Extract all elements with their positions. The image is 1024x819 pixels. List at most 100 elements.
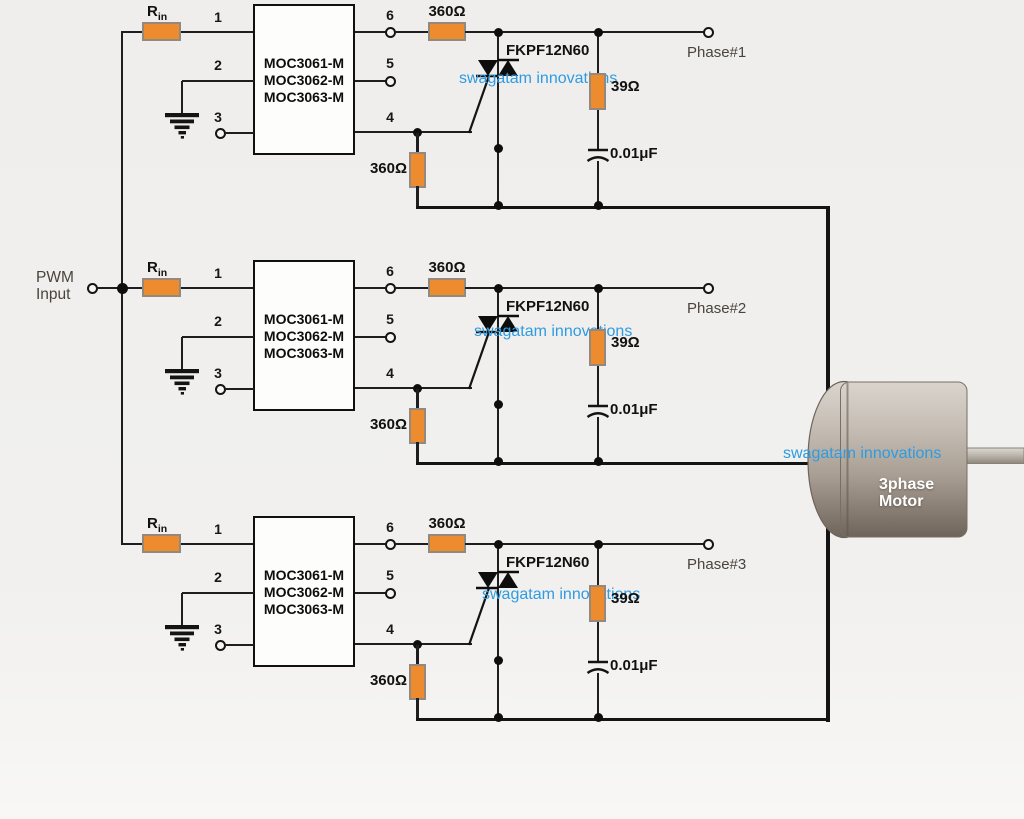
pin-label-6: 6 bbox=[386, 7, 394, 23]
pin-label-2: 2 bbox=[214, 569, 222, 585]
junction-dot bbox=[593, 283, 603, 293]
resistor-360-series bbox=[428, 534, 466, 553]
phase-label: Phase#2 bbox=[687, 300, 747, 317]
ic-box-optocoupler: MOC3061-M MOC3062-M MOC3063-M bbox=[253, 260, 355, 411]
resistor-rin bbox=[142, 22, 181, 41]
resistor-360-series-label: 360Ω bbox=[428, 3, 466, 20]
ic-line: MOC3062-M bbox=[263, 327, 345, 344]
capacitor-label: 0.01μF bbox=[610, 145, 658, 162]
bottom-bus-wire bbox=[416, 717, 830, 721]
phase-output-terminal bbox=[703, 539, 714, 550]
motor-label-line2: Motor bbox=[879, 493, 924, 510]
junction-dot bbox=[593, 27, 603, 37]
wire-pin5 bbox=[355, 592, 386, 595]
wire-pin6-to-resistor bbox=[395, 31, 429, 34]
bottom-bus-wire bbox=[416, 205, 830, 209]
ic-line: MOC3063-M bbox=[263, 600, 345, 617]
ic-line: MOC3062-M bbox=[263, 71, 345, 88]
wire-gate-resistor-top bbox=[416, 645, 419, 666]
triac-main-wire bbox=[497, 288, 500, 462]
triac-part-label: FKPF12N60 bbox=[506, 42, 590, 59]
pin-label-5: 5 bbox=[386, 567, 394, 583]
driver-channel-3: Rin 1 MOC3061-M MOC3062-M MOC3063-M 2 3 … bbox=[0, 512, 1024, 768]
bottom-bus-wire bbox=[416, 461, 830, 465]
wire-pin6-to-resistor bbox=[395, 287, 429, 290]
junction-dot bbox=[412, 383, 422, 393]
resistor-rin-label: Rin bbox=[147, 515, 168, 535]
ground-symbol bbox=[165, 113, 199, 139]
wire-pin6 bbox=[355, 543, 386, 546]
junction-dot bbox=[493, 201, 503, 210]
capacitor-symbol bbox=[586, 404, 610, 419]
ic-line: MOC3063-M bbox=[263, 88, 345, 105]
motor-label-line1: 3phase bbox=[879, 476, 935, 493]
ic-line: MOC3062-M bbox=[263, 583, 345, 600]
pin-label-4: 4 bbox=[386, 365, 394, 381]
driver-channel-2: Rin 1 MOC3061-M MOC3062-M MOC3063-M 2 3 … bbox=[0, 256, 1024, 512]
pin-label-4: 4 bbox=[386, 621, 394, 637]
wire-snubber-top bbox=[597, 544, 600, 586]
phase-label: Phase#1 bbox=[687, 44, 747, 61]
resistor-360-series-label: 360Ω bbox=[428, 515, 466, 532]
junction-dot bbox=[593, 539, 603, 549]
wire-pin3 bbox=[225, 132, 254, 135]
watermark-text: swagatam innovations bbox=[459, 70, 618, 87]
resistor-39-snubber bbox=[589, 329, 606, 366]
wire-gate-resistor-top bbox=[416, 389, 419, 410]
triac-part-label: FKPF12N60 bbox=[506, 554, 590, 571]
resistor-rin bbox=[142, 534, 181, 553]
resistor-360-gate bbox=[409, 152, 426, 188]
watermark-text: swagatam innovations bbox=[474, 323, 633, 340]
junction-dot bbox=[493, 457, 503, 466]
phase-label: Phase#3 bbox=[687, 556, 747, 573]
motor-label: 3phase Motor bbox=[879, 476, 934, 510]
ic-line: MOC3061-M bbox=[263, 566, 345, 583]
pwm-input-wire bbox=[96, 287, 118, 290]
wire-pin5 bbox=[355, 336, 386, 339]
pin-label-6: 6 bbox=[386, 519, 394, 535]
resistor-rin-label: Rin bbox=[147, 3, 168, 23]
phase-output-terminal bbox=[703, 27, 714, 38]
triac-main-wire bbox=[497, 544, 500, 718]
wire-pin3 bbox=[225, 644, 254, 647]
wire-gate-resistor-bottom bbox=[416, 186, 419, 207]
triac-part-label: FKPF12N60 bbox=[506, 298, 590, 315]
ic-line: MOC3061-M bbox=[263, 310, 345, 327]
resistor-360-gate-label: 360Ω bbox=[369, 672, 407, 689]
pin-label-5: 5 bbox=[386, 311, 394, 327]
wire-pin6 bbox=[355, 31, 386, 34]
ic-box-optocoupler: MOC3061-M MOC3062-M MOC3063-M bbox=[253, 516, 355, 667]
resistor-39-label: 39Ω bbox=[611, 334, 640, 351]
pin-label-4: 4 bbox=[386, 109, 394, 125]
wire-gate-resistor-top bbox=[416, 133, 419, 154]
ic-line: MOC3061-M bbox=[263, 54, 345, 71]
resistor-rin-label: Rin bbox=[147, 259, 168, 279]
pin-label-6: 6 bbox=[386, 263, 394, 279]
pin-label-1: 1 bbox=[214, 265, 222, 281]
pin-label-2: 2 bbox=[214, 313, 222, 329]
pin-label-1: 1 bbox=[214, 521, 222, 537]
wire-snubber-mid bbox=[597, 110, 600, 150]
triac-symbol bbox=[467, 314, 519, 390]
motor-shaft bbox=[965, 447, 1024, 464]
junction-dot bbox=[593, 457, 603, 466]
phase-output-terminal bbox=[703, 283, 714, 294]
wire-ground-stub bbox=[181, 593, 184, 626]
wire-ground-stub bbox=[181, 337, 184, 370]
wire-snubber-mid bbox=[597, 366, 600, 406]
driver-channel-1: Rin 1 MOC3061-M MOC3062-M MOC3063-M 2 3 … bbox=[0, 0, 1024, 256]
wire-pin2 bbox=[182, 336, 254, 339]
resistor-39-label: 39Ω bbox=[611, 590, 640, 607]
wire-gate-resistor-bottom bbox=[416, 698, 419, 719]
terminal-pin5 bbox=[385, 332, 396, 343]
motor-graphic bbox=[807, 380, 1024, 539]
junction-dot bbox=[493, 283, 503, 293]
wire-pin2 bbox=[182, 80, 254, 83]
wire-snubber-bottom bbox=[597, 673, 600, 718]
capacitor-label: 0.01μF bbox=[610, 401, 658, 418]
wire-pin6-to-resistor bbox=[395, 543, 429, 546]
wire-pin5 bbox=[355, 80, 386, 83]
resistor-360-gate bbox=[409, 664, 426, 700]
junction-dot bbox=[493, 27, 503, 37]
resistor-39-snubber bbox=[589, 585, 606, 622]
